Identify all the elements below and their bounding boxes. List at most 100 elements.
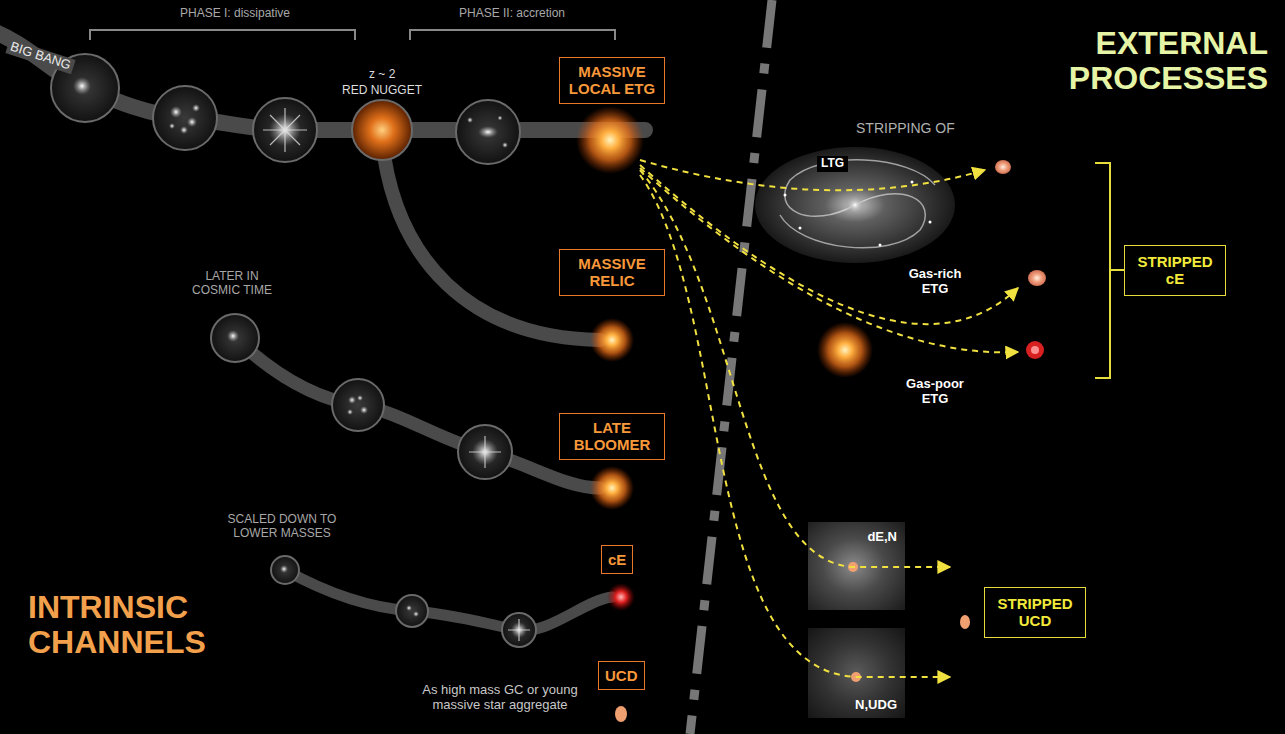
box-title: MASSIVE LOCAL ETG	[566, 63, 658, 98]
outcome-box: STRIPPED cE	[1124, 245, 1226, 296]
star-spikes	[263, 108, 530, 641]
track-note: SCALED DOWN TO LOWER MASSES	[224, 513, 340, 541]
remnant-glow	[607, 583, 635, 611]
process-label: STRIPPING OF	[856, 120, 955, 136]
galaxy-light	[73, 77, 91, 95]
box-title: MASSIVE RELIC	[566, 255, 658, 290]
galaxy-type-box: MASSIVE RELIC	[559, 249, 665, 296]
panel-label: N,UDG	[855, 697, 897, 712]
galaxy-light	[192, 104, 200, 112]
image-panel: N,UDG	[808, 628, 905, 718]
stripped-remnant	[1028, 270, 1046, 286]
galaxy-disk	[502, 613, 536, 647]
stripping-arrow	[640, 165, 1018, 324]
galaxy-disk	[253, 98, 317, 162]
galaxy-type-box: cE	[601, 545, 633, 574]
stripped-remnant	[1031, 346, 1039, 354]
box-title: UCD	[605, 667, 638, 684]
remnant-glow	[590, 466, 634, 510]
spiral-galaxy	[780, 194, 925, 248]
galaxy-disk	[153, 86, 217, 150]
stripped-remnant	[995, 160, 1011, 174]
galaxy-type-box: MASSIVE LOCAL ETG	[559, 57, 665, 104]
galaxy-type-label: Gas-rich ETG	[904, 267, 966, 297]
stripped-remnant	[960, 160, 1046, 629]
phase-bracket	[90, 30, 355, 40]
evolution-track	[235, 338, 600, 488]
galaxy-light	[170, 106, 182, 118]
phase-bracket	[90, 30, 615, 40]
spiral-galaxy	[929, 221, 932, 224]
box-title: STRIPPED UCD	[995, 595, 1075, 630]
panel-label: dE,N	[867, 529, 897, 544]
galaxy-type-label: Gas-poor ETG	[902, 377, 968, 407]
spiral-galaxy	[879, 244, 882, 247]
track-note: LATER IN COSMIC TIME	[188, 270, 276, 298]
stripping-arrow	[640, 175, 950, 677]
galaxy-type-label: LTG	[817, 156, 848, 172]
galaxy-light	[180, 126, 188, 134]
evolution-track	[0, 30, 645, 630]
evolution-track	[285, 570, 612, 630]
galaxy-light	[357, 395, 363, 401]
remnant-glow	[590, 318, 634, 362]
spiral-galaxy	[845, 195, 865, 215]
galaxy-disk	[456, 100, 520, 164]
gas-rich-etg	[817, 322, 873, 378]
section-heading: INTRINSIC CHANNELS	[28, 590, 218, 660]
remnant-glow	[615, 706, 627, 722]
galaxy-light	[413, 611, 419, 617]
evolution-track	[382, 140, 600, 340]
section-heading: EXTERNAL PROCESSES	[1058, 26, 1268, 96]
track-note: As high mass GC or young massive star ag…	[418, 683, 582, 713]
evolution-track	[0, 30, 645, 130]
galaxy-disk	[271, 556, 299, 584]
spiral-galaxy	[755, 147, 955, 263]
galaxy-light	[498, 116, 503, 121]
galaxy-light	[227, 330, 239, 342]
star-spikes	[263, 108, 307, 152]
galaxy-disk	[51, 54, 536, 647]
origin-label: BIG BANG	[5, 39, 75, 74]
remnant-glow	[576, 106, 644, 174]
galaxy-light	[169, 123, 175, 129]
galaxy-disk	[211, 314, 259, 362]
outcome-box: STRIPPED UCD	[984, 587, 1086, 638]
galaxy-light	[406, 605, 412, 611]
galaxy-light	[187, 117, 197, 127]
redshift-label: z ~ 2	[369, 68, 395, 82]
box-title: cE	[608, 551, 626, 568]
galaxy-light	[280, 565, 288, 573]
galaxy-light	[478, 126, 498, 138]
galaxy-light	[348, 396, 356, 404]
star-spikes	[508, 619, 530, 641]
dwarf-panel	[808, 522, 905, 610]
group-bracket	[1095, 163, 1125, 378]
stripping-arrow	[640, 168, 1018, 352]
galaxy-type-box: UCD	[598, 661, 645, 690]
phase-label: PHASE I: dissipative	[180, 7, 290, 21]
galaxy-type-box: LATE BLOOMER	[559, 413, 665, 460]
spiral-galaxy	[911, 181, 914, 184]
phase-label: PHASE II: accretion	[459, 7, 565, 21]
star-spikes	[469, 436, 501, 468]
phase-bracket	[410, 30, 615, 40]
galaxy-light	[502, 142, 508, 148]
stripped-remnant	[1026, 341, 1044, 359]
stripping-arrow	[640, 170, 950, 567]
spiral-galaxy	[755, 147, 955, 263]
spiral-galaxy	[784, 194, 787, 197]
stripping-arrow	[640, 160, 985, 190]
galaxy-disk	[458, 425, 512, 479]
spiral-galaxy	[785, 160, 935, 216]
galaxy-light	[73, 77, 527, 638]
box-title: LATE BLOOMER	[566, 419, 658, 454]
spiral-galaxy	[799, 227, 802, 230]
galaxy-light	[467, 117, 473, 123]
stripping-arrow	[640, 160, 1018, 677]
red-nugget	[352, 100, 412, 160]
stripped-remnant	[960, 615, 970, 629]
galaxy-light	[347, 409, 353, 415]
stage-label: RED NUGGET	[342, 84, 422, 98]
